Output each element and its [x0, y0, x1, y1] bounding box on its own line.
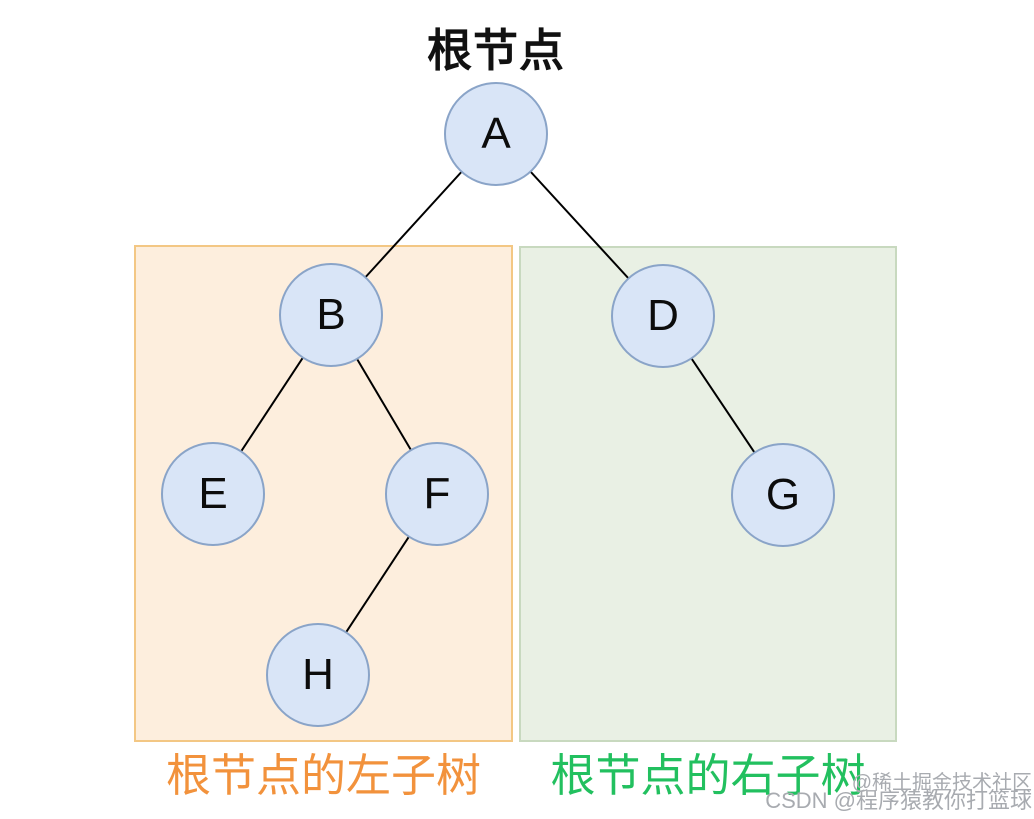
tree-node-h: H	[266, 623, 370, 727]
tree-node-e: E	[161, 442, 265, 546]
tree-node-a: A	[444, 82, 548, 186]
watermark-csdn: CSDN @程序猿教你打篮球	[765, 788, 1032, 813]
tree-node-f: F	[385, 442, 489, 546]
tree-node-b: B	[279, 263, 383, 367]
watermark-juejin: @稀土掘金技术社区	[851, 772, 1032, 794]
tree-node-g: G	[731, 443, 835, 547]
tree-node-d: D	[611, 264, 715, 368]
right-subtree-label: 根节点的右子树	[550, 750, 866, 801]
left-subtree-label: 根节点的左子树	[165, 750, 481, 801]
root-node-title: 根节点	[426, 25, 565, 76]
